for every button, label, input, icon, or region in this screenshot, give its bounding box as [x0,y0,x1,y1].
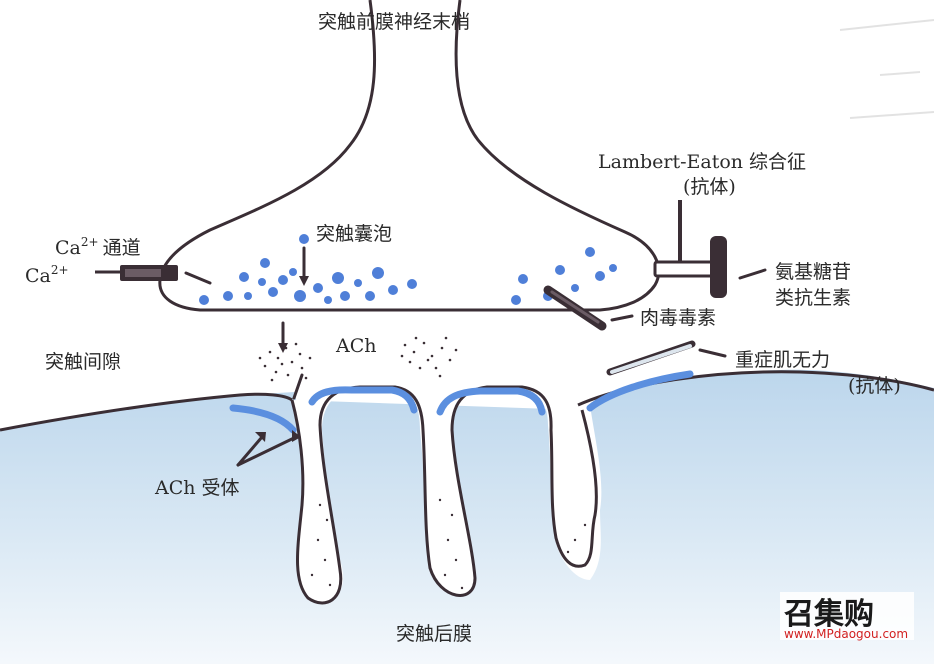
arrow-head-receptor-left [255,432,266,442]
synaptic-vesicles [199,234,617,305]
label-ca-channel: Ca2+通道 [55,235,141,259]
label-lambert-eaton: Lambert-Eaton 综合征 [598,151,806,173]
watermark-url: www.MPdaogou.com [784,627,908,641]
junctional-folds [290,385,598,605]
ach-cloud-right [400,336,458,378]
postsynaptic-muscle-area [0,369,934,664]
label-ca-ion: Ca2+ [25,263,69,287]
ach-receptors [229,370,694,434]
botulinum-toxin-mark [543,285,607,331]
myasthenia-antibody-mark [606,340,696,376]
calcium-channel [95,265,178,281]
label-ach-receptor: ACh 受体 [154,477,240,499]
postsynaptic-membrane [0,392,293,432]
fold-left [290,385,598,605]
label-myasthenia-antibody: (抗体) [848,375,901,397]
label-postsynaptic: 突触后膜 [396,623,472,645]
arrow-head-vesicle [299,276,309,286]
lambert-eaton-antibody [653,200,727,298]
watermark: 召集购 www.MPdaogou.com [780,592,914,641]
arrow-head-receptor-right [292,430,301,442]
presynaptic-terminal [158,0,661,312]
background-scan-noise [839,19,934,119]
label-botulinum: 肉毒毒素 [640,307,716,329]
pointer-lines [184,246,767,467]
label-lambert-eaton-antibody: (抗体) [683,176,736,198]
label-presynaptic-terminal: 突触前膜神经末梢 [318,11,470,33]
label-synaptic-cleft: 突触间隙 [45,351,121,373]
label-myasthenia: 重症肌无力 [735,349,830,371]
watermark-logo: 召集购 [783,597,874,632]
arrow-head-ach [278,343,288,353]
label-vesicles: 突触囊泡 [316,223,392,245]
label-aminoglycoside-2: 类抗生素 [775,287,851,309]
fold-stipple [310,498,587,590]
ach-cloud-left [258,342,312,382]
label-aminoglycoside-1: 氨基糖苷 [775,261,851,283]
label-ach: ACh [335,335,377,357]
